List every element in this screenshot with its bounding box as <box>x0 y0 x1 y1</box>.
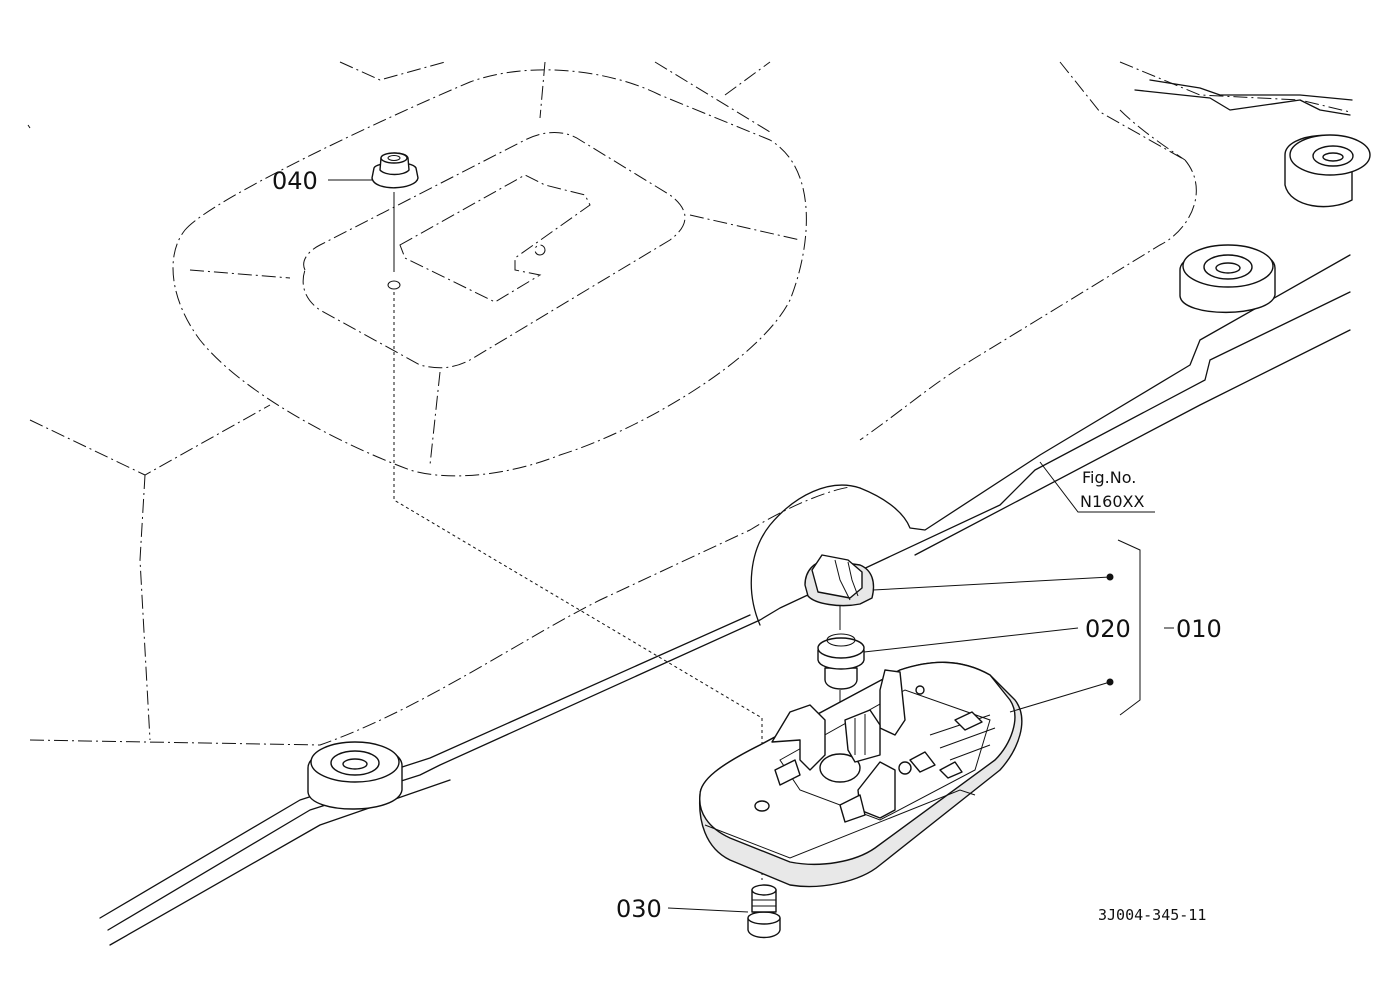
roof-grommet-left <box>307 741 403 810</box>
roof-grommet-right <box>1284 134 1371 208</box>
bulb-020 <box>817 633 865 690</box>
lens-cap <box>804 554 875 607</box>
label-030: 030 <box>616 895 662 923</box>
leader-lines <box>328 179 1174 913</box>
leader-dot-cap <box>1106 573 1114 581</box>
fig-no-code: N160XX <box>1080 492 1144 511</box>
label-010: 010 <box>1176 615 1222 643</box>
drawing-reference: 3J004-345-11 <box>1098 906 1206 924</box>
leader-dot-housing <box>1106 678 1114 686</box>
nut-040 <box>371 152 419 189</box>
screw-030 <box>747 884 781 939</box>
fig-no-caption: Fig.No. <box>1082 468 1136 487</box>
roof-grommet-middle <box>1179 244 1276 314</box>
label-040: 040 <box>272 167 318 195</box>
roof-phantom-outline <box>27 61 1351 746</box>
room-lamp-housing-010 <box>698 661 1023 888</box>
label-020: 020 <box>1085 615 1131 643</box>
